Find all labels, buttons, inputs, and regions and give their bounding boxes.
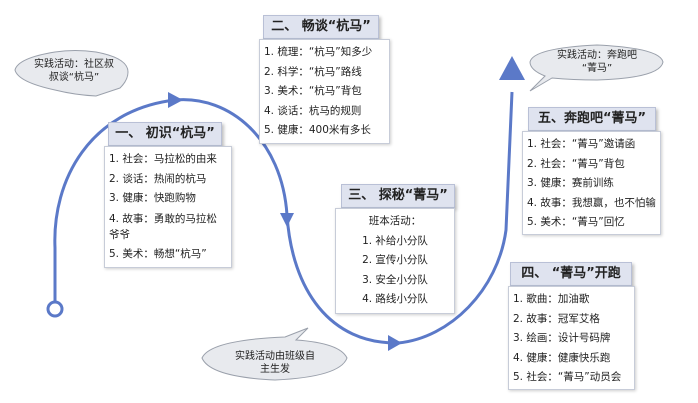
arrow-2-icon bbox=[280, 213, 294, 227]
stage-2-item-5: 5. 健康：400米有多长 bbox=[264, 124, 371, 136]
bubble-1-line-1: 实践活动：社区叔 bbox=[34, 59, 114, 70]
stage-2-list: 1. 梳理：“杭马”知多少 2. 科学：“杭马”路线 3. 美术：“杭马”背包 … bbox=[259, 39, 390, 144]
stage-4-item-1: 1. 歌曲：加油歌 bbox=[513, 293, 590, 305]
stage-1-item-5: 5. 美术：畅想“杭马” bbox=[109, 247, 207, 260]
stage-1-item-4: 4. 故事：勇敢的马拉松爷爷 bbox=[109, 212, 217, 241]
bubble-1-line-2: 叔谈“杭马” bbox=[48, 72, 100, 83]
stage-3-title: 三、 探秘“菁马” bbox=[341, 184, 455, 208]
stage-1-item-3: 3. 健康：快跑购物 bbox=[109, 192, 196, 204]
stage-2-item-4: 4. 谈话：杭马的规则 bbox=[264, 104, 362, 117]
bubble-3-shape bbox=[201, 327, 348, 381]
stage-3-heading: 班本活动： bbox=[368, 215, 422, 227]
stage-4-item-2: 2. 故事：冠军艾格 bbox=[513, 312, 600, 325]
start-circle-icon bbox=[46, 300, 64, 318]
stage-4-item-5: 5. 社会：“菁马”动员会 bbox=[513, 371, 622, 383]
stage-5-title: 五、奔跑吧“菁马” bbox=[528, 107, 656, 131]
stage-4-item-3: 3. 绘画：设计号码牌 bbox=[513, 332, 611, 344]
stage-5-item-4: 4. 故事：我想赢，也不怕输 bbox=[527, 196, 656, 209]
stage-2-item-2: 2. 科学：“杭马”路线 bbox=[264, 65, 362, 78]
stage-5-item-3: 3. 健康：赛前训练 bbox=[527, 177, 614, 189]
stage-2-title: 二、 畅谈“杭马” bbox=[263, 15, 379, 39]
arrow-1-icon bbox=[168, 92, 183, 108]
stage-5-item-2: 2. 社会：“菁马”背包 bbox=[527, 157, 625, 170]
stage-3-item-4: 4. 路线小分队 bbox=[362, 293, 428, 305]
stage-5-item-5: 5. 美术：“菁马”回忆 bbox=[527, 216, 625, 228]
arrow-end-icon bbox=[499, 56, 525, 80]
arrow-3-icon bbox=[388, 335, 402, 351]
stage-1-list: 1. 社会：马拉松的由来 2. 谈话：热闹的杭马 3. 健康：快跑购物 4. 故… bbox=[104, 146, 232, 268]
bubble-3-text: 实践活动由班级自 主生发 bbox=[219, 350, 331, 376]
bubble-2-line-1: 实践活动：奔跑吧 bbox=[557, 50, 637, 61]
stage-1-item-2: 2. 谈话：热闹的杭马 bbox=[109, 172, 207, 185]
stage-4-list: 1. 歌曲：加油歌 2. 故事：冠军艾格 3. 绘画：设计号码牌 4. 健康：健… bbox=[508, 286, 635, 390]
bubble-1-shape bbox=[14, 50, 129, 97]
bubble-2-line-2: “菁马” bbox=[581, 63, 613, 74]
stage-3-item-3: 3. 安全小分队 bbox=[362, 273, 428, 286]
stage-3-item-1: 1. 补给小分队 bbox=[362, 234, 428, 247]
bubble-2-shape bbox=[529, 44, 664, 92]
stage-1-item-1: 1. 社会：马拉松的由来 bbox=[109, 153, 217, 165]
stage-5-list: 1. 社会：“菁马”邀请函 2. 社会：“菁马”背包 3. 健康：赛前训练 4.… bbox=[522, 131, 661, 235]
bubble-1-text: 实践活动：社区叔 叔谈“杭马” bbox=[24, 58, 124, 84]
bubble-2-text: 实践活动：奔跑吧 “菁马” bbox=[547, 49, 647, 75]
stage-5-item-1: 1. 社会：“菁马”邀请函 bbox=[527, 138, 636, 150]
stage-3-item-2: 2. 宣传小分队 bbox=[362, 254, 428, 266]
bubble-3-line-1: 实践活动由班级自 bbox=[235, 351, 315, 362]
stage-4-title: 四、 “菁马”开跑 bbox=[510, 262, 632, 286]
bubble-3-line-2: 主生发 bbox=[260, 364, 290, 375]
stage-4-item-4: 4. 健康：健康快乐跑 bbox=[513, 351, 611, 364]
stage-2-item-3: 3. 美术：“杭马”背包 bbox=[264, 85, 362, 97]
stage-1-title: 一、 初识“杭马” bbox=[108, 122, 222, 146]
stage-2-item-1: 1. 梳理：“杭马”知多少 bbox=[264, 46, 373, 58]
stage-3-list: 班本活动： 1. 补给小分队 2. 宣传小分队 3. 安全小分队 4. 路线小分… bbox=[335, 208, 455, 314]
